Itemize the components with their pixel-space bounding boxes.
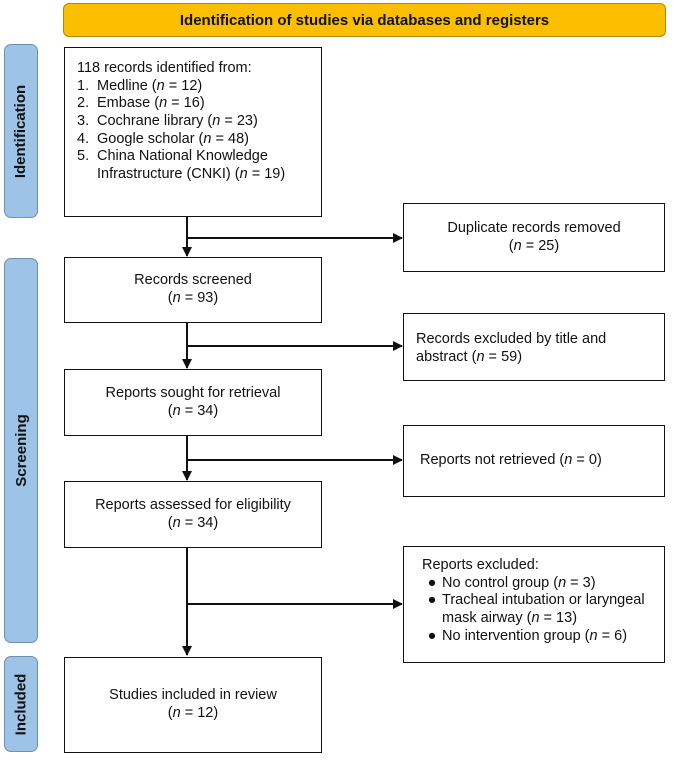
source-list: 1.Medline (n = 12) 2.Embase (n = 16) 3.C… xyxy=(77,78,311,184)
phase-screening: Screening xyxy=(4,258,38,643)
studies-included-count: (n = 12) xyxy=(167,705,219,721)
reports-excluded-label: Reports excluded: xyxy=(422,557,539,573)
source-item: 2.Embase (n = 16) xyxy=(77,95,205,112)
duplicates-removed-box: Duplicate records removed (n = 25) xyxy=(403,203,665,272)
studies-included-label: Studies included in review xyxy=(109,687,277,704)
excluded-title-box: Records excluded by title and abstract (… xyxy=(403,313,665,381)
reports-assessed-box: Reports assessed for eligibility (n = 34… xyxy=(64,481,322,548)
source-item: 5.China National Knowledge Infrastructur… xyxy=(77,148,286,183)
duplicates-removed-count: (n = 25) xyxy=(508,237,560,254)
source-item: 1.Medline (n = 12) xyxy=(77,77,203,94)
excluded-title-label: Records excluded by title and abstract xyxy=(416,331,607,365)
not-retrieved-label: Reports not retrieved xyxy=(420,452,556,469)
exclusion-reason: ●Tracheal intubation or laryngeal mask a… xyxy=(427,592,645,627)
not-retrieved-box: Reports not retrieved (n = 0) xyxy=(403,425,665,497)
records-identified-box: 118 records identified from: 1.Medline (… xyxy=(64,47,322,217)
phase-identification: Identification xyxy=(4,44,38,218)
reports-sought-count: (n = 34) xyxy=(167,402,219,419)
duplicates-removed-label: Duplicate records removed xyxy=(447,219,621,236)
phase-included: Included xyxy=(4,656,38,752)
source-item: 3.Cochrane library (n = 23) xyxy=(77,113,258,130)
exclusion-reason: ●No intervention group (n = 6) xyxy=(427,627,628,644)
records-screened-box: Records screened (n = 93) xyxy=(64,257,322,323)
reports-excluded-box: Reports excluded: ●No control group (n =… xyxy=(403,546,665,663)
records-screened-count: (n = 93) xyxy=(167,290,219,306)
reports-sought-label: Reports sought for retrieval xyxy=(105,384,281,401)
source-item: 4.Google scholar (n = 48) xyxy=(77,130,249,147)
records-screened-label: Records screened xyxy=(134,272,252,289)
reports-assessed-label: Reports assessed for eligibility xyxy=(95,496,291,513)
studies-included-box: Studies included in review (n = 12) xyxy=(64,657,322,753)
banner-title: Identification of studies via databases … xyxy=(63,3,666,37)
reports-assessed-count: (n = 34) xyxy=(167,514,219,531)
exclusion-reason: ●No control group (n = 3) xyxy=(427,574,596,591)
reports-sought-box: Reports sought for retrieval (n = 34) xyxy=(64,369,322,436)
records-identified-intro: 118 records identified from: xyxy=(77,60,252,76)
